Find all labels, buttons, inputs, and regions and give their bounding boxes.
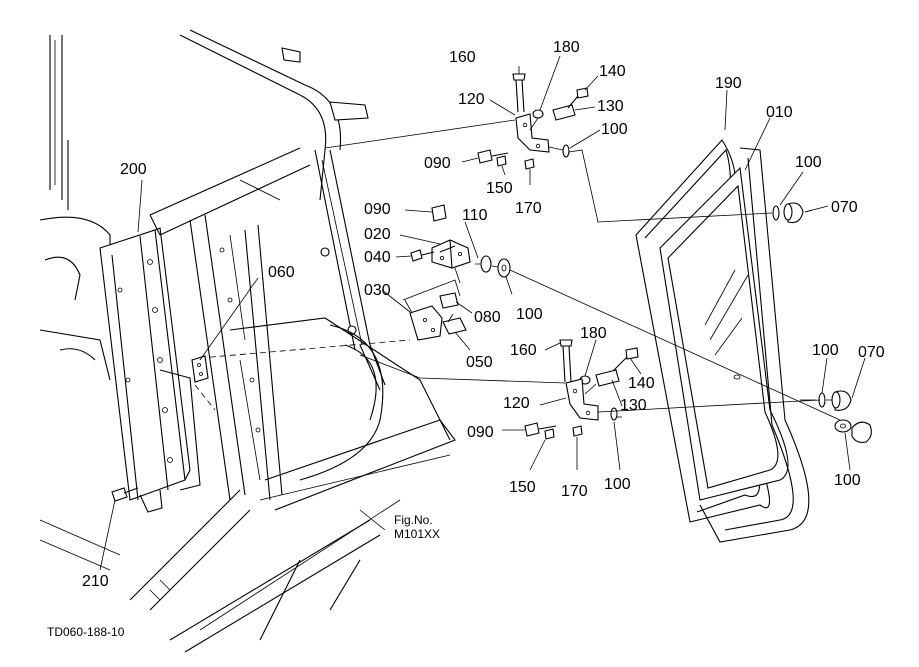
label-170-upper: 170 bbox=[515, 200, 542, 217]
label-180-lower: 180 bbox=[580, 325, 607, 342]
lower-hinge-assembly bbox=[524, 339, 639, 440]
label-160-lower: 160 bbox=[510, 342, 537, 359]
assembly-lines bbox=[324, 117, 841, 531]
label-040: 040 bbox=[364, 249, 391, 266]
part-200-channel bbox=[99, 227, 201, 513]
label-020: 020 bbox=[364, 226, 391, 243]
label-010: 010 bbox=[766, 104, 793, 121]
part-060-bracket bbox=[191, 355, 209, 383]
label-100-right-lower: 100 bbox=[812, 342, 839, 359]
label-150-upper: 150 bbox=[486, 180, 513, 197]
label-120-upper: 120 bbox=[458, 91, 485, 108]
label-200: 200 bbox=[120, 161, 147, 178]
label-180-upper: 180 bbox=[553, 39, 580, 56]
upper-hinge-assembly bbox=[477, 73, 589, 170]
label-140-upper: 140 bbox=[599, 63, 626, 80]
label-190: 190 bbox=[715, 75, 742, 92]
label-100-upper: 100 bbox=[601, 121, 628, 138]
middle-hinge-assembly bbox=[409, 204, 511, 341]
label-060: 060 bbox=[268, 264, 295, 281]
label-130-upper: 130 bbox=[597, 98, 624, 115]
label-090-upper: 090 bbox=[424, 155, 451, 172]
label-050: 050 bbox=[466, 354, 493, 371]
label-150-lower: 150 bbox=[509, 479, 536, 496]
part-labels: 160 180 140 120 130 100 090 150 170 190 … bbox=[47, 39, 885, 639]
leader-lines bbox=[99, 55, 866, 571]
door-glass-assembly bbox=[635, 139, 872, 543]
fig-number: M101XX bbox=[394, 527, 440, 541]
part-210-bolt bbox=[111, 487, 139, 502]
label-090-middle: 090 bbox=[364, 201, 391, 218]
label-170-lower: 170 bbox=[561, 483, 588, 500]
label-030: 030 bbox=[364, 282, 391, 299]
label-090-lower: 090 bbox=[467, 424, 494, 441]
cab-frame bbox=[39, 29, 456, 653]
label-070-lower: 070 bbox=[858, 344, 885, 361]
label-080: 080 bbox=[474, 309, 501, 326]
label-210: 210 bbox=[82, 573, 109, 590]
label-100-bottom-right: 100 bbox=[834, 472, 861, 489]
label-100-middle: 100 bbox=[516, 306, 543, 323]
label-140-lower: 140 bbox=[628, 375, 655, 392]
fig-label: Fig.No. bbox=[394, 513, 433, 527]
label-110: 110 bbox=[462, 207, 488, 224]
label-100-right-upper: 100 bbox=[795, 154, 822, 171]
label-100-lower: 100 bbox=[604, 476, 631, 493]
label-130-lower: 130 bbox=[620, 397, 647, 414]
drawing-code: TD060-188-10 bbox=[47, 625, 125, 639]
label-070-upper: 070 bbox=[831, 199, 858, 216]
label-120-lower: 120 bbox=[503, 395, 530, 412]
label-160-upper: 160 bbox=[449, 49, 476, 66]
